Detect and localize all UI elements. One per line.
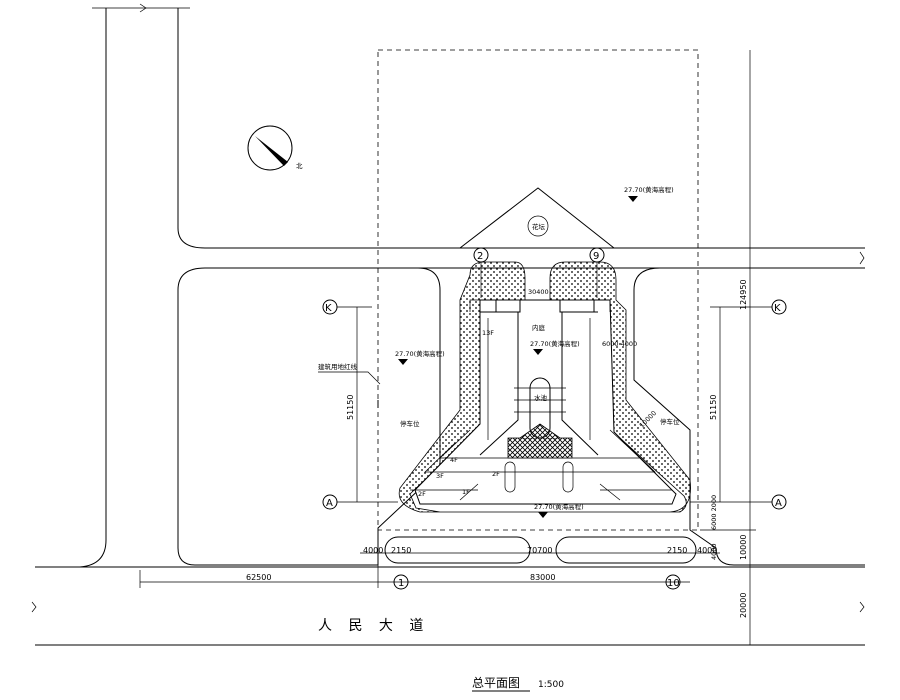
axis-k-left: K <box>325 303 332 314</box>
floor-2f-label-right: 2F <box>492 470 500 478</box>
road-name: 人 民 大 道 <box>318 618 429 634</box>
elevation-4: 27.70(黄海高程) <box>534 502 584 511</box>
break-mark-right-bottom <box>859 601 865 613</box>
axis-10: 10 <box>667 578 680 589</box>
parking-bay-left <box>384 536 531 564</box>
left-road-edge-inner <box>177 8 865 249</box>
courtyard-steps <box>514 387 566 413</box>
building-line-label: 建筑用地红线 <box>318 362 358 371</box>
axis-a-right: A <box>775 498 782 509</box>
dim-4000-right: 4000 <box>697 546 717 555</box>
drawing-title: 总平面图 <box>472 676 520 690</box>
floor-4f-label: 4F <box>450 456 458 464</box>
elevation-marks: 27.70(黄海高程) 27.70(黄海高程) 27.70(黄海高程) 27.7… <box>395 185 674 518</box>
dim-10000-vertical: 10000 <box>739 535 748 560</box>
dim-6000-4000: 6000 4000 <box>602 340 637 348</box>
dim-4000-left: 4000 <box>363 546 383 555</box>
site-boundary-dashed <box>377 49 699 531</box>
floor-2f-label-left: 2F <box>418 490 426 498</box>
pool-outline <box>529 377 551 439</box>
flower-bed-label: 花坛 <box>532 222 546 231</box>
break-mark-right <box>859 251 865 265</box>
dim-2150-left: 2150 <box>391 546 411 555</box>
left-parcel <box>177 267 441 566</box>
elevation-1: 27.70(黄海高程) <box>624 185 674 194</box>
elevation-marker-4 <box>538 512 548 518</box>
rear-edge-right <box>550 299 611 312</box>
right-wing <box>561 311 599 456</box>
axis-k-right: K <box>774 303 781 314</box>
atrium-roof <box>519 423 561 439</box>
pool-label: 水池 <box>534 393 548 402</box>
dim-83000: 83000 <box>530 573 555 582</box>
floor-13f-label: 13F <box>482 329 494 337</box>
axis-1: 1 <box>398 578 404 589</box>
drawing-scale: 1:500 <box>538 680 564 690</box>
elevation-marker-3 <box>533 349 543 355</box>
plaza-triangle <box>459 187 615 249</box>
axis-2: 2 <box>477 251 483 262</box>
north-arrow-circle <box>247 125 293 171</box>
dimension-lines: 51150 51150 124950 6000 2000 4000 10000 … <box>139 50 756 645</box>
column-right <box>562 461 574 493</box>
terrace-diagonals <box>459 483 621 501</box>
parking-left-label: 停车位 <box>400 419 420 428</box>
axis-9: 9 <box>593 251 599 262</box>
break-mark-top <box>139 3 147 13</box>
atrium-hatch <box>507 437 573 459</box>
dim-51150-right: 51150 <box>709 395 718 420</box>
dim-70700: 70700 <box>527 546 552 555</box>
building-footprint <box>414 299 677 505</box>
dim-4000-vertical: 4000 <box>710 543 718 560</box>
grid-axes: 2 9 K K A A 1 10 <box>322 247 787 590</box>
dim-62500: 62500 <box>246 573 271 582</box>
dim-124950: 124950 <box>739 279 748 310</box>
building-line-leader <box>318 371 381 385</box>
dim-6000-2000: 6000 2000 <box>710 495 718 530</box>
north-label: 北 <box>296 162 303 170</box>
floor-3f-label: 3F <box>436 472 444 480</box>
parking-right-label: 停车位 <box>660 417 680 426</box>
right-parcel <box>633 267 865 566</box>
dim-2150-right: 2150 <box>667 546 687 555</box>
column-left <box>504 461 516 493</box>
parking-bay-right <box>555 536 697 564</box>
elevation-2: 27.70(黄海高程) <box>395 349 445 358</box>
flower-bed-circle <box>527 215 549 237</box>
floor-1f-label: 1F <box>462 488 470 496</box>
elevation-3: 27.70(黄海高程) <box>530 339 580 348</box>
terrace-3f <box>424 442 656 473</box>
dim-51150-left: 51150 <box>346 395 355 420</box>
left-road-edge-outer <box>35 8 107 568</box>
break-mark-left <box>31 601 37 613</box>
axis-a-left: A <box>326 498 333 509</box>
dim-30400: 30400 <box>528 288 549 296</box>
courtyard-label: 内庭 <box>532 323 546 332</box>
elevation-marker-1 <box>628 196 638 202</box>
elevation-marker-2 <box>398 359 408 365</box>
dim-20000: 20000 <box>739 593 748 618</box>
rear-edge-left <box>469 299 525 312</box>
landscape-band <box>398 261 691 513</box>
left-wing <box>479 311 519 456</box>
north-arrow-needle <box>255 136 288 166</box>
north-arrow: 北 <box>247 125 303 171</box>
